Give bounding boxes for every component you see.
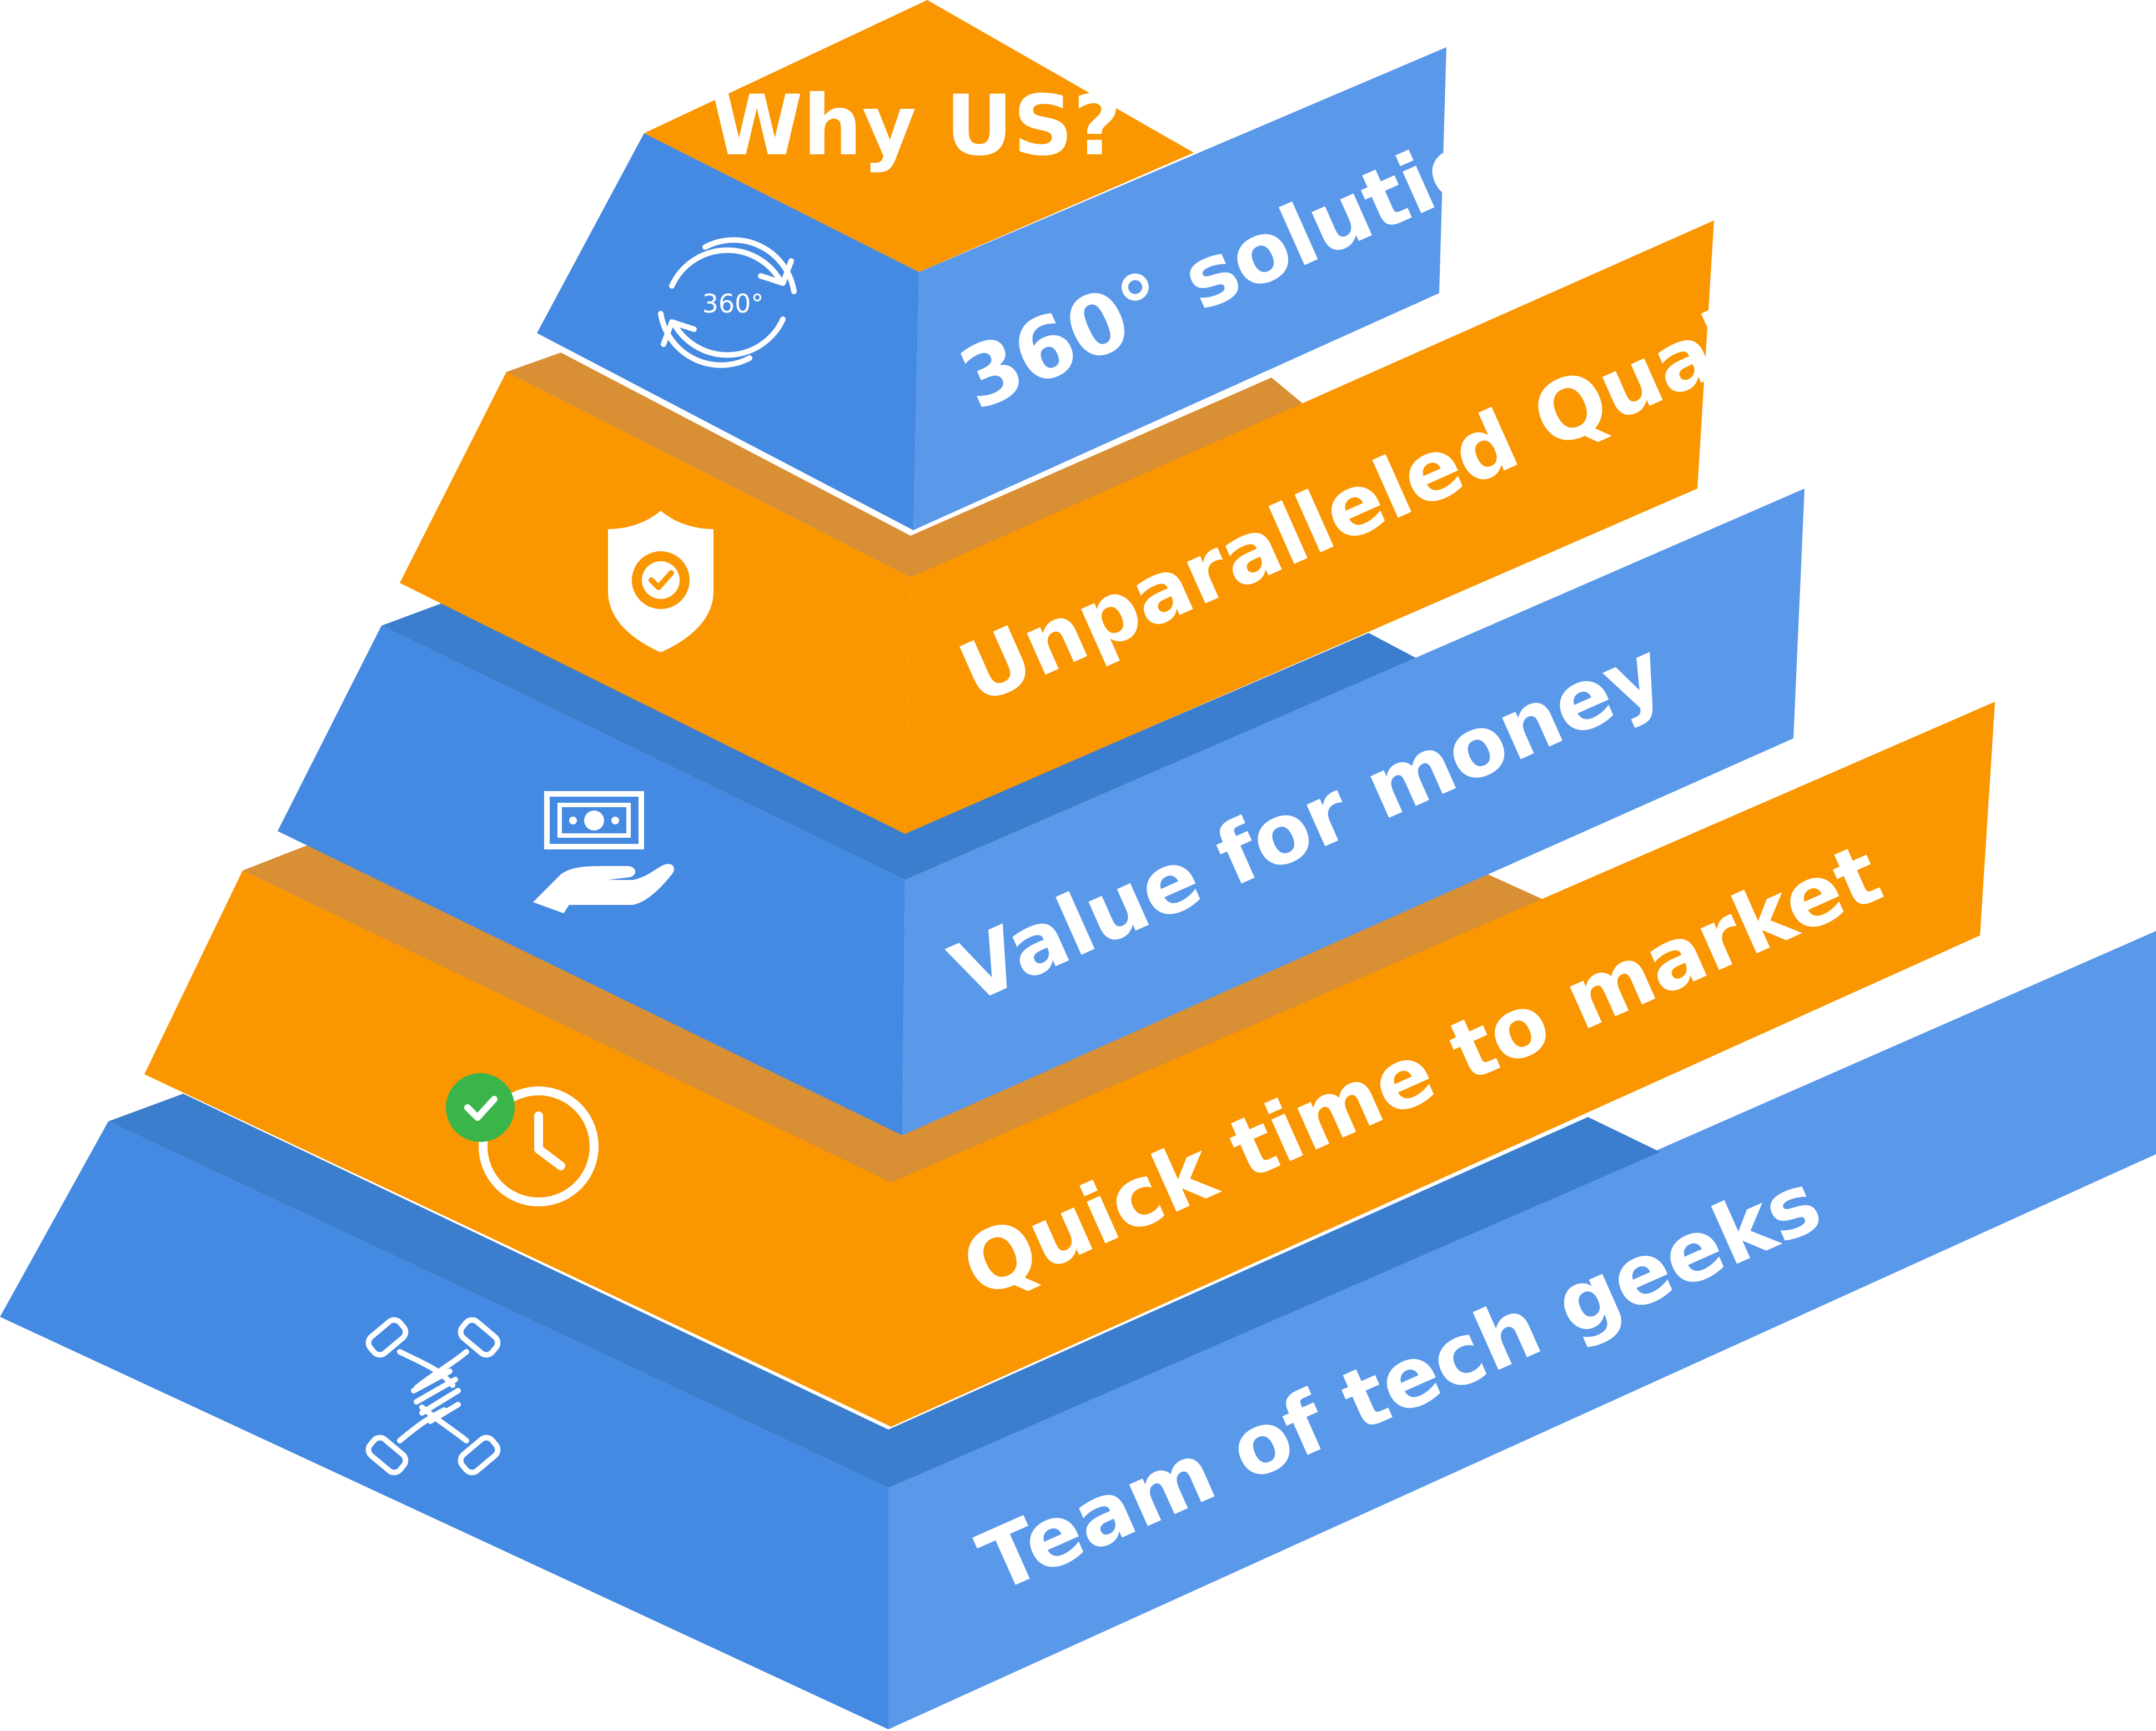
tier-1-left-face [537,133,919,530]
tier-2-right-face [905,220,1714,834]
tier-2-top-shadow [506,353,911,577]
tier-5-top-shadow-right [888,1117,1660,1488]
tier-4-left-face [144,870,891,1427]
tier-4-right-face [891,702,1995,1427]
tier-5-top-shadow [108,1094,888,1488]
hand-money-icon [533,791,675,913]
clock-check-icon [446,1073,599,1206]
tier-5-right-face [888,931,2156,1729]
tier-3-top-shadow [381,602,905,880]
tier-unparalleled-quality [400,220,1714,834]
rotate-360-icon: 360° [658,237,797,368]
tier-4-top-shadow [243,844,902,1188]
tier-quick-time-to-market [144,702,1995,1427]
pyramid-title: Why US? [711,78,1121,174]
rotate-360-icon-text: 360° [702,289,764,319]
tier-3-right-face [902,489,1805,1135]
shield-check-icon [608,511,713,652]
tier-360-solution [537,0,1446,530]
tier-1-right-face [913,47,1446,530]
title-cap [644,0,1194,272]
team-hands-icon [365,1317,501,1476]
tier-2-top-shadow-right [911,378,1305,577]
tier-3-top-shadow-right [905,633,1416,880]
